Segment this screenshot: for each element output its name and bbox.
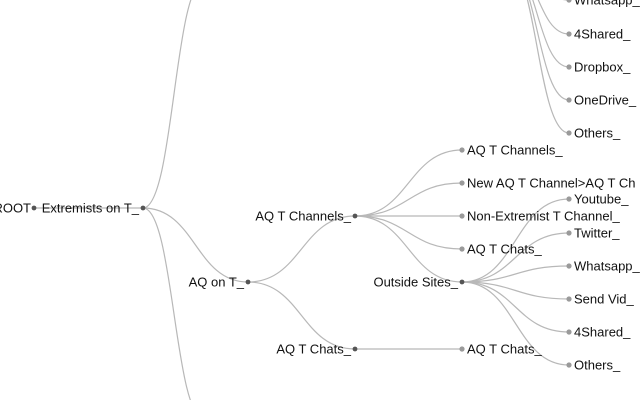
tree-link-leaf-others-top — [526, 0, 570, 134]
node-label-leaf-aq-t-chats-a: AQ T Chats_ — [467, 242, 542, 257]
tree-link-leaf-dropbox-top — [532, 0, 570, 68]
node-label-root: ROOT — [0, 201, 31, 216]
node-label-aq-t-channels: AQ T Channels_ — [255, 209, 351, 224]
node-label-leaf-youtube: Youtube_ — [574, 192, 629, 207]
tree-node-dot-leaf-4shared-top[interactable] — [566, 31, 572, 37]
tree-node-dot-extremists[interactable] — [140, 205, 146, 211]
tree-link-bottom-hidden-1 — [142, 207, 192, 400]
node-label-leaf-dropbox-top: Dropbox_ — [574, 60, 631, 75]
tree-link-leaf-youtube — [461, 198, 570, 283]
node-label-aq-t-chats-mid: AQ T Chats_ — [276, 342, 351, 357]
tree-node-dot-leaf-non-extremist[interactable] — [459, 213, 465, 219]
tree-node-dot-outside-sites[interactable] — [459, 279, 465, 285]
node-label-leaf-non-extremist: Non-Extremist T Channel_ — [467, 209, 620, 224]
tree-link-leaf-whatsapp-b — [461, 265, 570, 283]
node-label-leaf-whatsapp-top: Whatsapp_ — [574, 0, 640, 8]
node-label-leaf-others-b: Others_ — [574, 358, 621, 373]
node-label-leaf-4shared-top: 4Shared_ — [574, 27, 631, 42]
tree-link-leaf-aq-t-channels — [354, 149, 463, 217]
node-label-leaf-onedrive-top: OneDrive_ — [574, 93, 637, 108]
tree-link-aq-on-t — [142, 207, 249, 283]
tree-node-dot-leaf-aq-t-chats-b[interactable] — [459, 346, 465, 352]
node-label-leaf-whatsapp-b: Whatsapp_ — [574, 259, 640, 274]
tree-node-dot-leaf-whatsapp-top[interactable] — [566, 0, 572, 3]
tree-node-dot-aq-t-chats-mid[interactable] — [352, 346, 358, 352]
tree-node-dot-leaf-onedrive-top[interactable] — [566, 97, 572, 103]
tree-node-dot-leaf-aq-t-chats-a[interactable] — [459, 246, 465, 252]
tree-link-outside-sites — [354, 215, 463, 283]
tree-link-top-hidden-1 — [142, 0, 192, 209]
tree-link-leaf-new-aq — [354, 182, 463, 217]
node-label-leaf-aq-t-chats-b: AQ T Chats_ — [467, 342, 542, 357]
tree-node-dot-root[interactable] — [31, 205, 37, 211]
node-label-leaf-others-top: Others_ — [574, 126, 621, 141]
node-label-leaf-sendvid: Send Vid_ — [574, 292, 635, 307]
node-label-aq-on-t: AQ on T_ — [189, 275, 245, 290]
tree-node-dot-leaf-others-top[interactable] — [566, 130, 572, 136]
tree-node-dot-leaf-aq-t-channels[interactable] — [459, 147, 465, 153]
tree-node-dot-leaf-others-b[interactable] — [566, 362, 572, 368]
node-label-leaf-aq-t-channels: AQ T Channels_ — [467, 143, 563, 158]
tree-node-dot-aq-on-t[interactable] — [245, 279, 251, 285]
node-label-leaf-new-aq: New AQ T Channel>AQ T Ch — [467, 176, 636, 191]
tree-node-dot-leaf-4shared-b[interactable] — [566, 329, 572, 335]
tree-link-aq-t-chats-mid — [247, 281, 356, 350]
tree-node-dot-leaf-youtube[interactable] — [566, 196, 572, 202]
node-label-leaf-twitter: Twitter_ — [574, 226, 620, 241]
node-label-outside-sites: Outside Sites_ — [373, 275, 458, 290]
tree-node-dot-leaf-whatsapp-b[interactable] — [566, 263, 572, 269]
tree-link-leaf-twitter — [461, 232, 570, 283]
tree-link-leaf-4shared-top — [537, 0, 570, 35]
tree-node-dot-leaf-dropbox-top[interactable] — [566, 64, 572, 70]
tree-links — [33, 0, 570, 400]
tree-link-leaf-aq-t-chats-a — [354, 215, 463, 250]
tree-node-dot-aq-t-channels[interactable] — [352, 213, 358, 219]
tree-node-dot-leaf-new-aq[interactable] — [459, 180, 465, 186]
tree-node-dot-leaf-twitter[interactable] — [566, 230, 572, 236]
tree-link-leaf-others-b — [461, 281, 570, 366]
tree-link-leaf-onedrive-top — [529, 0, 570, 101]
tree-link-leaf-sendvid — [461, 281, 570, 300]
tree-nodes: ROOT Extremists on T_ AQ on T_ AQ T Channel… — [0, 0, 640, 373]
tree-link-leaf-4shared-b — [461, 281, 570, 333]
node-label-leaf-4shared-b: 4Shared_ — [574, 325, 631, 340]
tree-node-dot-leaf-sendvid[interactable] — [566, 296, 572, 302]
node-label-extremists: Extremists on T_ — [42, 201, 140, 216]
tree-link-aq-t-channels — [247, 215, 356, 283]
